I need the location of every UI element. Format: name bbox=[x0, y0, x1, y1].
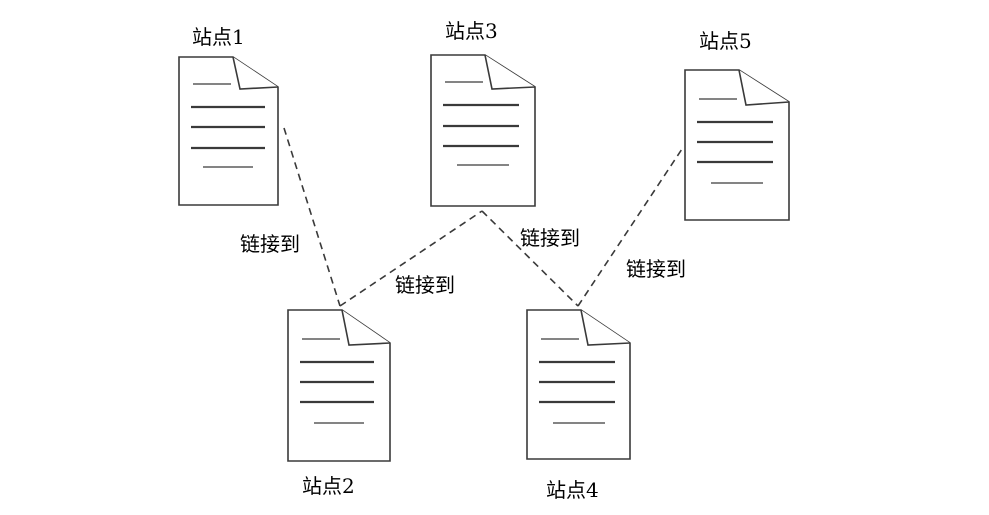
link-labels: 链接到 链接到 链接到 链接到 bbox=[240, 226, 686, 297]
link-label-site3-site4: 链接到 bbox=[520, 226, 580, 250]
link-label-site1-site2: 链接到 bbox=[240, 232, 300, 256]
link-site4-site5 bbox=[577, 145, 685, 307]
link-label-site2-site3: 链接到 bbox=[395, 273, 455, 297]
site4-document-icon bbox=[526, 309, 631, 460]
links-layer bbox=[283, 127, 685, 307]
site1-document-icon bbox=[178, 56, 279, 206]
link-site1-site2 bbox=[283, 127, 341, 307]
site3-label: 站点3 bbox=[445, 19, 498, 43]
site4-label: 站点4 bbox=[546, 478, 599, 502]
site2-label: 站点2 bbox=[302, 474, 355, 498]
site2-document-icon bbox=[287, 309, 391, 462]
link-label-site4-site5: 链接到 bbox=[626, 257, 686, 281]
site5-document-icon bbox=[684, 69, 790, 221]
site3-document-icon bbox=[430, 54, 536, 207]
site5-label: 站点5 bbox=[699, 29, 752, 53]
site1-label: 站点1 bbox=[192, 25, 245, 49]
link-site2-site3 bbox=[339, 210, 483, 307]
link-site3-site4 bbox=[481, 210, 579, 307]
